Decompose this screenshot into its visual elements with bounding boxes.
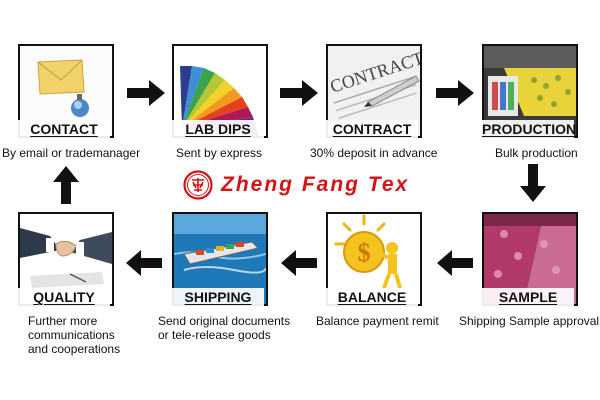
caption-line: Send original documents: [158, 314, 291, 328]
brand-logo: Zheng Fang Tex: [183, 170, 409, 200]
step-caption: Send original documents or tele-release …: [158, 314, 290, 342]
step-caption: Bulk production: [495, 146, 578, 160]
step-caption: 30% deposit in advance: [310, 146, 438, 160]
step-caption: Further more communications and cooperat…: [28, 314, 120, 356]
step-shipping: SHIPPING: [172, 212, 268, 306]
caption-line: communications: [28, 328, 115, 342]
step-sample: SAMPLE: [482, 212, 578, 306]
step-quality: QUALITY: [18, 212, 114, 306]
step-title: SHIPPING: [172, 288, 264, 306]
step-title: QUALITY: [18, 288, 110, 306]
step-contact: CONTACT: [18, 44, 114, 138]
step-lab-dips: LAB DIPS: [172, 44, 268, 138]
arrow-left-icon: [281, 250, 317, 276]
arrow-right-icon: [436, 80, 474, 106]
step-caption: Balance payment remit: [316, 314, 439, 328]
step-title: PRODUCTION: [482, 120, 577, 138]
step-caption: By email or trademanager: [2, 146, 141, 160]
step-title: CONTACT: [18, 120, 110, 138]
arrow-right-icon: [127, 80, 165, 106]
brand-name: Zheng Fang Tex: [221, 173, 410, 196]
step-caption: Sent by express: [176, 146, 263, 160]
caption-line: and cooperations: [28, 342, 121, 356]
caption-line: Further more: [28, 314, 98, 328]
arrow-up-icon: [53, 166, 79, 204]
step-title: CONTRACT: [326, 120, 418, 138]
arrow-down-icon: [520, 164, 546, 202]
arrow-left-icon: [126, 250, 162, 276]
svg-text:$: $: [358, 238, 371, 267]
step-contract: CONTRACT CONTRACT: [326, 44, 422, 138]
arrow-left-icon: [437, 250, 473, 276]
step-balance: $ BALANCE: [326, 212, 422, 306]
seal-logo-icon: [183, 170, 213, 200]
step-title: LAB DIPS: [172, 120, 264, 138]
step-title: SAMPLE: [482, 288, 574, 306]
arrow-right-icon: [280, 80, 318, 106]
step-title: BALANCE: [326, 288, 418, 306]
caption-line: or tele-release goods: [158, 328, 271, 342]
step-production: PRODUCTION: [482, 44, 578, 138]
step-caption: Shipping Sample approval: [459, 314, 600, 328]
